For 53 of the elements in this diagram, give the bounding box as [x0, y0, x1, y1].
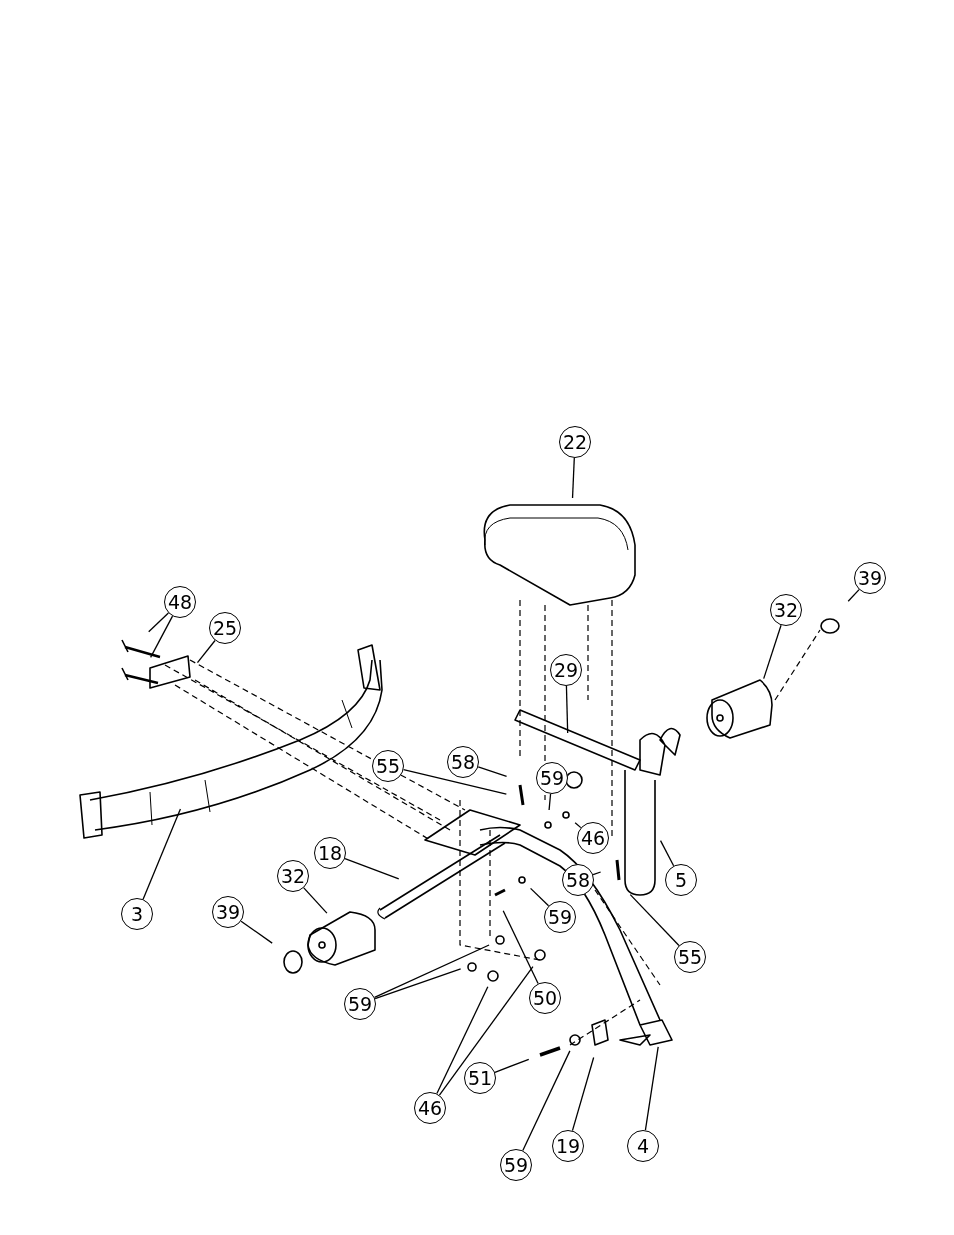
- callout-number: 29: [550, 654, 582, 686]
- leader-line: [574, 822, 582, 829]
- leader-line: [374, 968, 462, 1000]
- callout-number: 58: [447, 746, 479, 778]
- leader-line: [303, 887, 328, 914]
- leader-line: [592, 871, 602, 876]
- leader-line: [565, 685, 569, 734]
- callout-number: 25: [209, 612, 241, 644]
- callout-number: 4: [627, 1130, 659, 1162]
- callout-number: 46: [414, 1092, 446, 1124]
- callout-number: 59: [500, 1149, 532, 1181]
- callout-number: 3: [121, 898, 153, 930]
- leader-line: [438, 966, 534, 1096]
- callout-number: 55: [372, 750, 404, 782]
- leader-line: [571, 457, 575, 499]
- callout-number: 39: [212, 896, 244, 928]
- leader-line: [402, 769, 507, 795]
- leader-line: [142, 808, 182, 900]
- callout-number: 51: [464, 1062, 496, 1094]
- callout-number: 50: [529, 982, 561, 1014]
- callout-number: 55: [674, 941, 706, 973]
- leader-line: [344, 857, 400, 880]
- leader-line: [373, 944, 490, 998]
- leader-line: [149, 615, 174, 659]
- callout-number: 58: [562, 864, 594, 896]
- leader-line: [548, 793, 552, 811]
- leader-line: [436, 986, 489, 1095]
- callout-number: 46: [577, 822, 609, 854]
- callout-number: 5: [665, 864, 697, 896]
- leader-line: [763, 624, 782, 680]
- leader-line: [240, 920, 273, 944]
- leader-line: [196, 639, 216, 664]
- callout-number: 59: [344, 988, 376, 1020]
- callout-number: 59: [544, 901, 576, 933]
- leader-line: [571, 1056, 595, 1132]
- leader-line: [522, 1050, 571, 1152]
- callout-number: 19: [552, 1130, 584, 1162]
- leader-line: [629, 894, 680, 947]
- callout-number: 48: [164, 586, 196, 618]
- leader-line: [502, 910, 539, 985]
- callout-number: 22: [559, 426, 591, 458]
- leader-line: [659, 840, 675, 867]
- callout-number: 18: [314, 837, 346, 869]
- leader-line: [494, 1058, 530, 1073]
- leader-line: [847, 589, 860, 602]
- leader-line: [529, 887, 550, 907]
- callout-number: 59: [536, 762, 568, 794]
- leader-line: [477, 766, 508, 777]
- callout-number: 32: [770, 594, 802, 626]
- leader-line: [148, 612, 170, 633]
- callout-number: 32: [277, 860, 309, 892]
- callout-number: 39: [854, 562, 886, 594]
- leader-line: [644, 1046, 659, 1131]
